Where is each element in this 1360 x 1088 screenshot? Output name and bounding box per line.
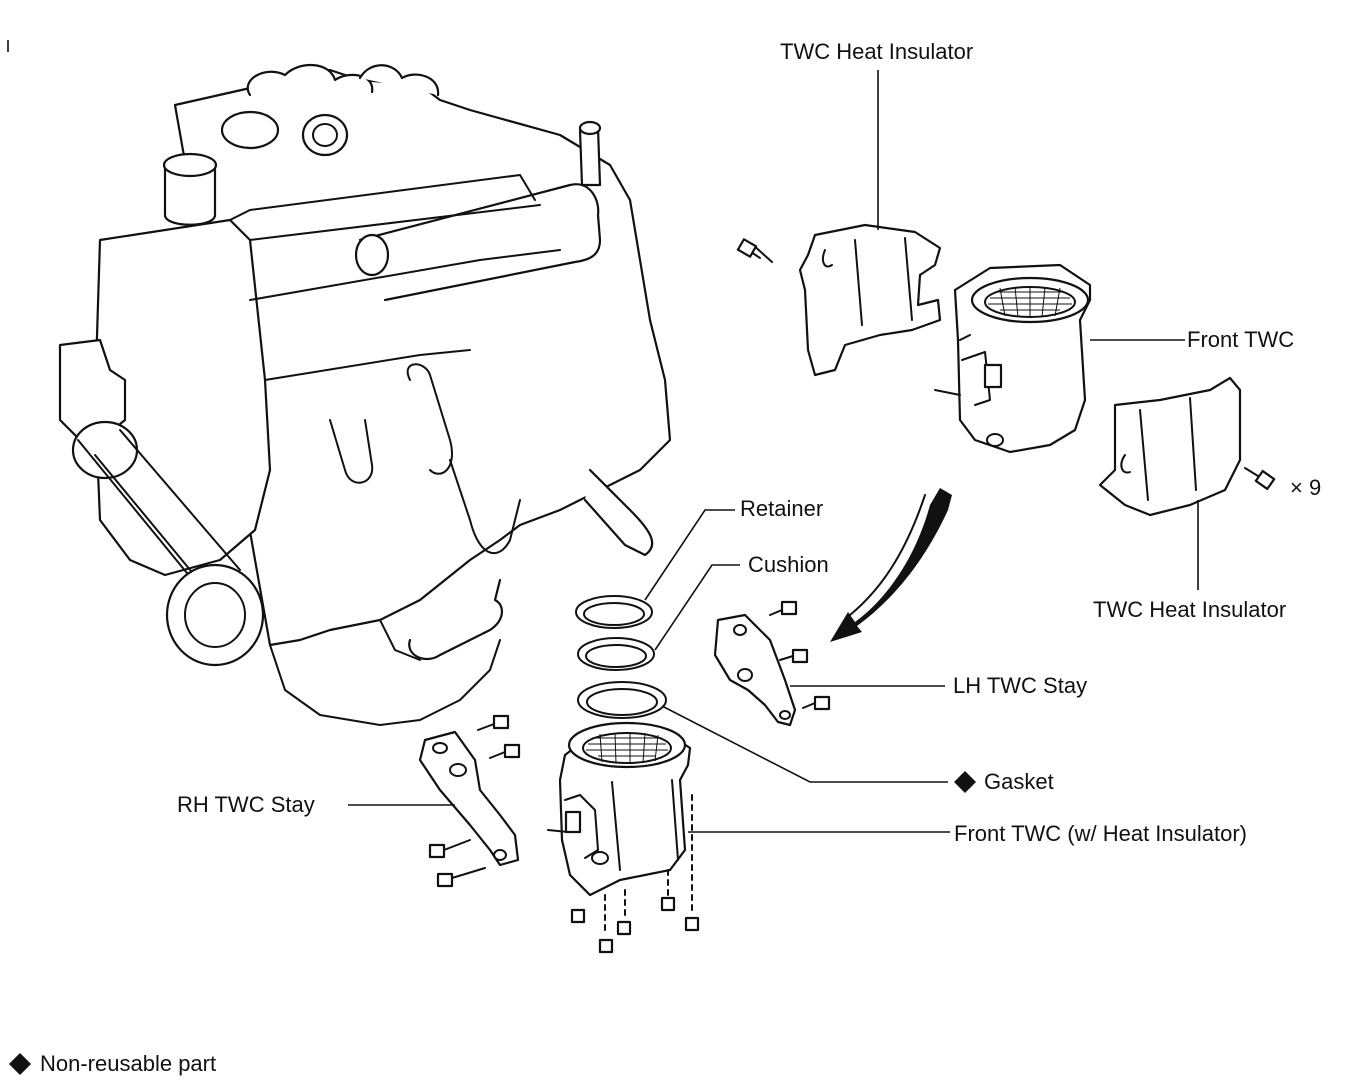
rh-twc-stay-part [418, 714, 521, 888]
twc-heat-insulator-right-part [1098, 376, 1276, 517]
twc-heat-insulator-top-part [736, 223, 942, 377]
install-direction-arrow [830, 488, 952, 642]
retainer-part [575, 595, 653, 629]
gasket-diamond-icon [954, 771, 976, 793]
engine-illustration [58, 63, 672, 726]
leader-lines [348, 70, 1199, 833]
legend-diamond-icon [9, 1053, 31, 1075]
label-cushion: Cushion [748, 552, 829, 577]
label-gasket: Gasket [984, 769, 1054, 794]
front-twc-with-insulator-part [547, 721, 700, 954]
label-twc-heat-insulator-top: TWC Heat Insulator [780, 39, 974, 64]
label-retainer: Retainer [740, 496, 824, 521]
gasket-part [577, 681, 667, 719]
label-times-9: × 9 [1290, 475, 1322, 500]
legend-text: Non-reusable part [40, 1051, 217, 1076]
label-rh-twc-stay: RH TWC Stay [177, 792, 315, 817]
label-front-twc: Front TWC [1187, 327, 1295, 352]
label-twc-heat-insulator-right: TWC Heat Insulator [1093, 597, 1287, 622]
label-front-twc-w-heat-insulator: Front TWC (w/ Heat Insulator) [954, 821, 1247, 846]
label-lh-twc-stay: LH TWC Stay [953, 673, 1088, 698]
lh-twc-stay-part [713, 600, 831, 727]
front-twc-top-part [934, 263, 1092, 454]
cushion-part [577, 637, 655, 671]
